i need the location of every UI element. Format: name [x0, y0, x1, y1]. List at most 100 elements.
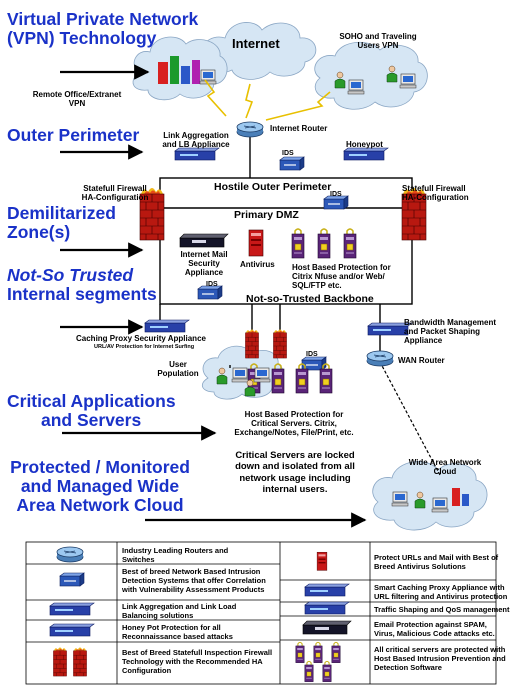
heading-dmz: Demilitarized Zone(s)	[7, 204, 116, 242]
legend-text-line: Email Protection against SPAM,	[374, 620, 487, 629]
user-population-label: User Population	[156, 360, 200, 378]
legend-text-line: All critical servers are protected with	[374, 645, 506, 654]
legend-text-line: Reconnaissance based attacks	[122, 632, 233, 641]
honeypot-icon	[343, 147, 389, 161]
soho-label: SOHO and Traveling Users VPN	[330, 32, 426, 50]
legend-server-icons	[295, 641, 341, 683]
legend-text-line: Detection Software	[374, 663, 442, 672]
ids-outer-icon	[279, 156, 305, 171]
caching-proxy-sublabel: URL/AV Protection for Internet Surfing	[94, 344, 195, 350]
legend-text-line: Industry Leading Routers and	[122, 546, 229, 555]
user-population-label-line1: User	[169, 360, 187, 369]
wan-cloud-label-line2: Cloud	[433, 467, 457, 477]
soho-cloud	[314, 42, 428, 110]
antivirus-label: Antivirus	[240, 260, 275, 269]
internet-router-label: Internet Router	[270, 124, 328, 133]
ids-backbone-label: IDS	[206, 281, 218, 288]
legend-mail-appliance-icon	[302, 620, 352, 635]
legend-item-link-aggregation: Link Aggregation and Link Load Balancing…	[122, 602, 236, 620]
legend-text-line: Best of breed Network Based Intrusion	[122, 567, 261, 576]
firewall-right-label: Statefull Firewall HA-Configuration	[402, 184, 469, 202]
dmz-server-icon	[343, 228, 357, 259]
heading-protected-line2: and Managed Wide	[20, 475, 180, 496]
ids-dmz-label: IDS	[330, 191, 342, 198]
bandwidth-label: Bandwidth Management and Packet Shaping …	[404, 318, 496, 346]
critical-firewall-icon	[273, 329, 287, 359]
remote-office-label-line2: VPN	[68, 99, 86, 109]
legend-box	[25, 541, 497, 685]
legend-item-traffic-shaping: Traffic Shaping and QoS management	[374, 605, 509, 614]
bandwidth-label-line1: Bandwidth Management	[404, 318, 497, 327]
legend-text-line: URL filtering and Antivirus protection	[374, 592, 508, 601]
mail-appliance-label-line2: Security	[188, 259, 220, 269]
lightning-links	[204, 79, 331, 121]
legend-item-caching-proxy: Smart Caching Proxy Appliance with URL f…	[374, 583, 507, 601]
mail-appliance-label-line3: Appliance	[184, 268, 224, 278]
host-critical-label-line3: Exchange/Notes, File/Print, etc.	[234, 428, 354, 438]
legend-link-aggregation-icon	[49, 602, 95, 616]
section-arrows	[60, 64, 367, 528]
heading-critical-line1: Critical Applications	[7, 391, 176, 411]
heading-nst-line1: Not-So Trusted	[7, 265, 134, 285]
wan-cloud-label: Wide Area Network Cloud	[400, 458, 490, 476]
legend-text-line: Honey Pot Protection for all	[122, 623, 221, 632]
legend-text-line: Traffic Shaping and QoS management	[374, 605, 510, 614]
legend-item-antivirus: Protect URLs and Mail with Best of Breed…	[374, 553, 498, 571]
bandwidth-label-line3: Appliance	[404, 336, 443, 346]
legend-firewall-icon	[53, 647, 67, 677]
legend-text-line: Host Based Intrusion Prevention and	[374, 654, 506, 663]
internet-label: Internet	[232, 36, 280, 51]
host-dmz-label-line1: Host Based Protection for	[292, 263, 391, 272]
host-dmz-label: Host Based Protection for Citrix Nfuse a…	[292, 263, 391, 291]
heading-outer-perimeter: Outer Perimeter	[7, 125, 140, 145]
legend-item-ids: Best of breed Network Based Intrusion De…	[122, 567, 266, 594]
user-population-label-line2: Population	[157, 369, 199, 379]
legend-honeypot-icon	[49, 623, 95, 637]
legend-firewall-icon	[73, 647, 87, 677]
legend-router-icon	[56, 546, 84, 563]
host-critical-label-line1: Host Based Protection for	[244, 410, 344, 419]
critical-note: Critical Servers are locked down and iso…	[222, 450, 368, 496]
firewall-left-label-line1: Statefull Firewall	[83, 184, 147, 193]
legend-text-line: Balancing solutions	[122, 611, 194, 620]
critical-note-line2: down and isolated from all	[235, 461, 355, 473]
critical-note-line3: network usage including	[239, 472, 351, 484]
firewall-left-label: Statefull Firewall HA-Configuration	[72, 184, 158, 202]
link-aggregation-icon	[174, 147, 220, 161]
heading-protected: Protected / Monitored and Managed Wide A…	[2, 458, 198, 515]
host-critical-label: Host Based Protection for Critical Serve…	[232, 410, 356, 438]
remote-office-buildings	[158, 56, 217, 85]
heading-critical-line2: and Servers	[41, 409, 142, 430]
legend-item-firewall: Best of Breed Statefull Inspection Firew…	[122, 648, 272, 675]
firewall-right-label-line2: HA-Configuration	[402, 193, 469, 203]
heading-protected-line3: Area Network Cloud	[16, 494, 184, 515]
legend-caching-proxy-icon	[304, 583, 350, 597]
mail-appliance-icon	[179, 233, 229, 248]
wan-cloud	[372, 461, 488, 531]
heading-dmz-line1: Demilitarized	[7, 203, 116, 223]
host-dmz-label-line2: Citrix Nfuse and/or Web/	[292, 272, 385, 282]
remote-office-label: Remote Office/Extranet VPN	[20, 90, 134, 108]
wan-cloud-nodes	[391, 488, 469, 513]
legend-text-line: Configuration	[122, 666, 172, 675]
primary-dmz-label: Primary DMZ	[234, 209, 299, 221]
caching-proxy-icon	[144, 319, 190, 333]
mail-appliance-label-line1: Internet Mail	[180, 250, 228, 259]
heading-vpn: Virtual Private Network (VPN) Technology	[7, 10, 198, 48]
legend-ids-icon	[59, 572, 85, 587]
wan-link	[379, 361, 441, 476]
network-links	[159, 130, 413, 368]
legend-antivirus-icon	[316, 551, 328, 571]
bandwidth-label-line2: and Packet Shaping	[404, 327, 481, 337]
ids-critical-label: IDS	[306, 351, 318, 358]
firewall-right-label-line1: Statefull Firewall	[402, 184, 466, 193]
legend-text-line: Smart Caching Proxy Appliance with	[374, 583, 505, 592]
mail-appliance-label: Internet Mail Security Appliance	[174, 250, 234, 278]
wan-router-label: WAN Router	[398, 356, 445, 365]
dmz-server-icon	[291, 228, 305, 259]
legend-item-host-protection: All critical servers are protected with …	[374, 645, 506, 672]
legend-traffic-shaping-icon	[304, 601, 350, 615]
host-dmz-label-line3: SQL/FTP etc.	[292, 281, 342, 291]
legend-text-line: Best of Breed Statefull Inspection Firew…	[122, 648, 273, 657]
legend-text-line: Protect URLs and Mail with Best of	[374, 553, 499, 562]
